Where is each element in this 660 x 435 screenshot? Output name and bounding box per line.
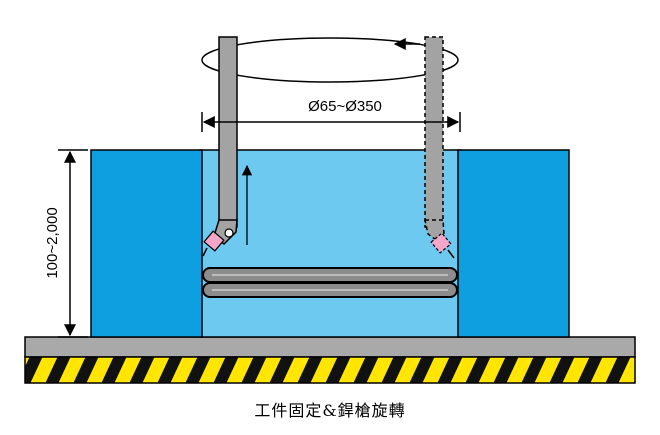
welding-torch-left [202,36,238,257]
height-dimension [58,149,88,338]
inner-cavity [199,149,461,338]
welding-torch-right [424,36,455,259]
rotation-path [201,37,459,83]
diameter-dimension [201,112,461,132]
caption: 工件固定&銲槍旋轉 [254,401,405,420]
hazard-stripe [24,356,636,384]
right-fixture-block [457,149,570,338]
workpiece-tubes [202,267,458,298]
height-label: 100~2,000 [44,207,61,278]
left-fixture-block [90,149,203,338]
diameter-label: Ø65~Ø350 [308,98,382,115]
base-plate [24,336,636,358]
